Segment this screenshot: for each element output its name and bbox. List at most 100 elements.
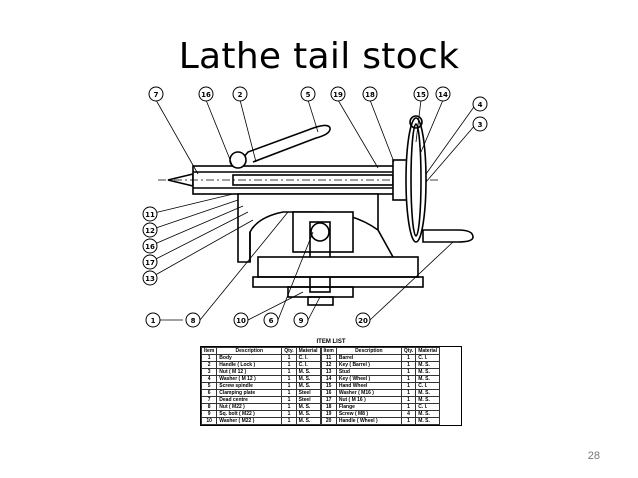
table-cell: 1 (400, 361, 417, 369)
table-cell: 1 (281, 403, 297, 411)
table-cell: Washer ( M16 ) (335, 389, 402, 397)
table-cell: Washer ( M 12 ) (216, 375, 283, 383)
table-cell: Steel (295, 396, 321, 404)
callout-2: 2 (232, 86, 248, 102)
hand-wheel (405, 117, 427, 243)
svg-text:6: 6 (269, 317, 274, 325)
callout-19: 19 (330, 86, 346, 102)
col-material: Material (415, 347, 441, 355)
table-cell: 2 (200, 361, 218, 369)
base (257, 256, 419, 278)
svg-text:4: 4 (478, 101, 483, 109)
table-cell: M. S. (295, 403, 321, 411)
table-cell: 20 (320, 417, 337, 425)
col-qty: Qty. (400, 347, 417, 355)
svg-text:11: 11 (145, 211, 155, 219)
table-cell: Nut ( M22 ) (216, 403, 283, 411)
svg-text:12: 12 (145, 227, 155, 235)
callout-11: 11 (142, 206, 158, 222)
table-cell: M. S. (295, 368, 321, 376)
table-cell: Key ( Wheel ) (335, 375, 402, 383)
callout-9: 9 (293, 312, 309, 328)
table-cell: 1 (400, 354, 417, 362)
table-cell: Handle ( Wheel ) (335, 417, 402, 425)
table-cell: C. I. (295, 354, 321, 362)
table-cell: M. S. (295, 375, 321, 383)
wheel-handle (422, 229, 474, 243)
table-cell: Stud (335, 368, 402, 376)
table-cell: 1 (281, 368, 297, 376)
table-cell: Barrel (335, 354, 402, 362)
table-cell: 12 (320, 361, 337, 369)
callout-15: 15 (413, 86, 429, 102)
svg-text:10: 10 (236, 317, 246, 325)
svg-text:20: 20 (358, 317, 368, 325)
slide-title: Lathe tail stock (178, 36, 460, 77)
tailstock-drawing: 7 16 2 5 19 18 15 14 4 3 11 12 16 17 13 … (142, 86, 488, 328)
table-cell: M. S. (295, 410, 321, 418)
table-cell: Washer ( M22 ) (216, 417, 283, 425)
svg-text:2: 2 (238, 91, 243, 99)
col-item: Item (320, 347, 337, 355)
table-cell: M. S. (415, 375, 441, 383)
table-cell: 3 (200, 368, 218, 376)
table-cell: M. S. (415, 396, 441, 404)
svg-text:13: 13 (145, 275, 155, 283)
callout-6: 6 (263, 312, 279, 328)
svg-text:15: 15 (416, 91, 426, 99)
table-cell: Body (216, 354, 283, 362)
callout-13: 13 (142, 270, 158, 286)
col-item: Item (200, 347, 218, 355)
table-cell: 18 (320, 403, 337, 411)
svg-text:14: 14 (438, 91, 448, 99)
svg-text:8: 8 (191, 317, 196, 325)
col-qty: Qty. (281, 347, 297, 355)
table-cell: M. S. (415, 389, 441, 397)
table-cell: 4 (200, 375, 218, 383)
table-cell: 11 (320, 354, 337, 362)
table-cell: Nut ( M 12 ) (216, 368, 283, 376)
table-cell: 13 (320, 368, 337, 376)
callout-14: 14 (435, 86, 451, 102)
table-cell: 1 (281, 410, 297, 418)
svg-text:1: 1 (151, 317, 156, 325)
callout-16-left: 16 (142, 238, 158, 254)
table-cell: 17 (320, 396, 337, 404)
table-cell: 1 (400, 417, 417, 425)
callout-7: 7 (148, 86, 164, 102)
table-cell: Sq. bolt ( M22 ) (216, 410, 283, 418)
table-cell: 4 (400, 410, 417, 418)
table-cell: 6 (200, 389, 218, 397)
table-cell: 1 (281, 361, 297, 369)
table-cell: 14 (320, 375, 337, 383)
table-cell: M. S. (295, 382, 321, 390)
svg-text:18: 18 (365, 91, 375, 99)
callout-4: 4 (472, 96, 488, 112)
table-cell: 1 (281, 354, 297, 362)
callout-8: 8 (185, 312, 201, 328)
lock-handle (237, 124, 331, 165)
table-cell: M. S. (295, 417, 321, 425)
table-cell: Handle ( Lock ) (216, 361, 283, 369)
table-cell: 10 (200, 417, 218, 425)
svg-text:7: 7 (154, 91, 159, 99)
col-description: Description (216, 347, 283, 355)
col-material: Material (295, 347, 321, 355)
callout-1: 1 (145, 312, 161, 328)
table-cell: 1 (281, 382, 297, 390)
svg-text:19: 19 (333, 91, 343, 99)
item-list: ITEM LIST Item Description Qty. Material… (200, 339, 462, 426)
table-cell: 15 (320, 382, 337, 390)
callout-17: 17 (142, 254, 158, 270)
svg-text:16: 16 (201, 91, 211, 99)
